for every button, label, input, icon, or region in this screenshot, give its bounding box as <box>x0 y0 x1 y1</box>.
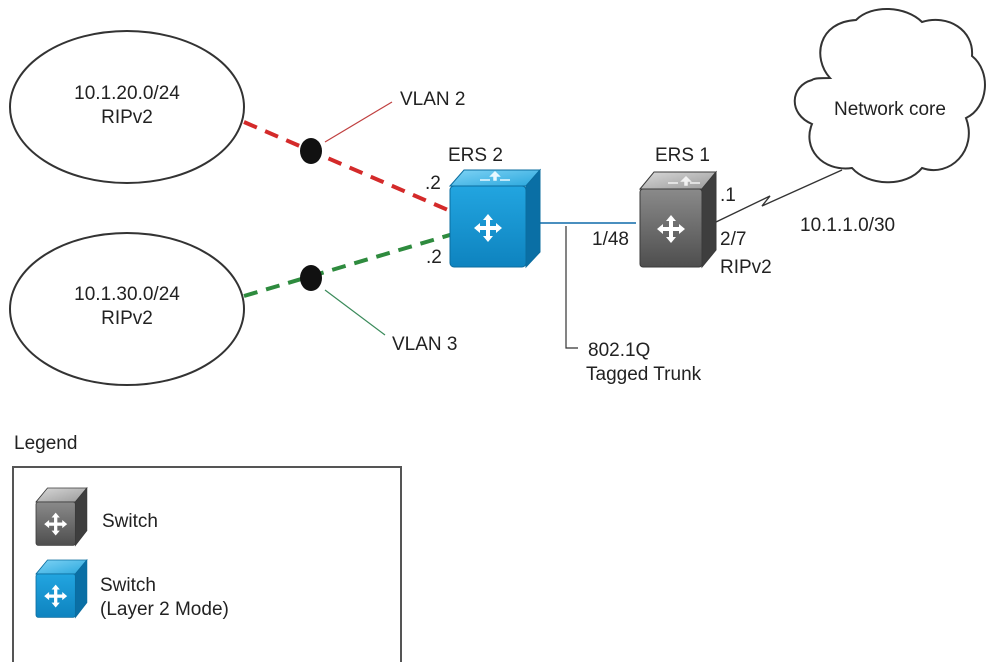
vlan2-label: VLAN 2 <box>400 89 466 110</box>
ers1-core-port: 2/7 <box>720 229 747 250</box>
legend-layer2-switch-icon <box>35 558 88 619</box>
trunk-label-line1: 802.1Q <box>588 340 651 361</box>
legend-switch-icon <box>35 486 88 547</box>
vlan3-network-subnet: 10.1.30.0/24 <box>74 284 180 305</box>
ers1-trunk-port: 1/48 <box>592 229 629 250</box>
trunk-label-line2: Tagged Trunk <box>586 363 702 385</box>
ers2-port-vlan3: .2 <box>426 247 442 268</box>
trunk-label: 802.1Q Tagged Trunk <box>586 339 702 387</box>
network-core-label: Network core <box>834 99 946 120</box>
vlan3-network-protocol: RIPv2 <box>101 307 153 329</box>
vlan3-link <box>243 230 461 298</box>
network-vlan2-ellipse <box>9 30 245 184</box>
legend-title: Legend <box>14 433 78 454</box>
ers1-name: ERS 1 <box>655 145 710 166</box>
legend-l2-switch-label-line2: (Layer 2 Mode) <box>100 598 229 620</box>
legend-switch-label: Switch <box>102 511 158 532</box>
vlan3-dot-icon <box>300 265 322 291</box>
legend-box <box>12 466 402 662</box>
vlan2-network-label: 10.1.20.0/24 RIPv2 <box>62 82 192 130</box>
vlan3-leader <box>324 289 386 336</box>
network-vlan3-ellipse <box>9 232 245 386</box>
vlan2-link <box>243 120 449 212</box>
ers2-port-vlan2: .2 <box>425 173 441 194</box>
core-subnet-label: 10.1.1.0/30 <box>800 215 896 236</box>
vlan2-network-subnet: 10.1.20.0/24 <box>74 83 180 104</box>
ers2-name: ERS 2 <box>448 145 503 166</box>
lightning-link-icon <box>715 169 843 223</box>
ers2-layer2-switch-icon <box>448 168 542 269</box>
trunk-leader <box>565 226 578 349</box>
legend-l2-switch-label: Switch (Layer 2 Mode) <box>100 574 229 622</box>
cloud-icon <box>793 7 986 184</box>
vlan3-network-label: 10.1.30.0/24 RIPv2 <box>62 283 192 331</box>
vlan2-network-protocol: RIPv2 <box>101 106 153 128</box>
vlan2-leader <box>324 101 393 143</box>
ers1-core-protocol: RIPv2 <box>720 257 772 278</box>
ers1-core-ip-suffix: .1 <box>720 185 736 206</box>
legend-l2-switch-label-line1: Switch <box>100 575 156 596</box>
vlan3-label: VLAN 3 <box>392 334 458 355</box>
ers1-router-switch-icon <box>638 170 718 269</box>
vlan2-dot-icon <box>300 138 322 164</box>
